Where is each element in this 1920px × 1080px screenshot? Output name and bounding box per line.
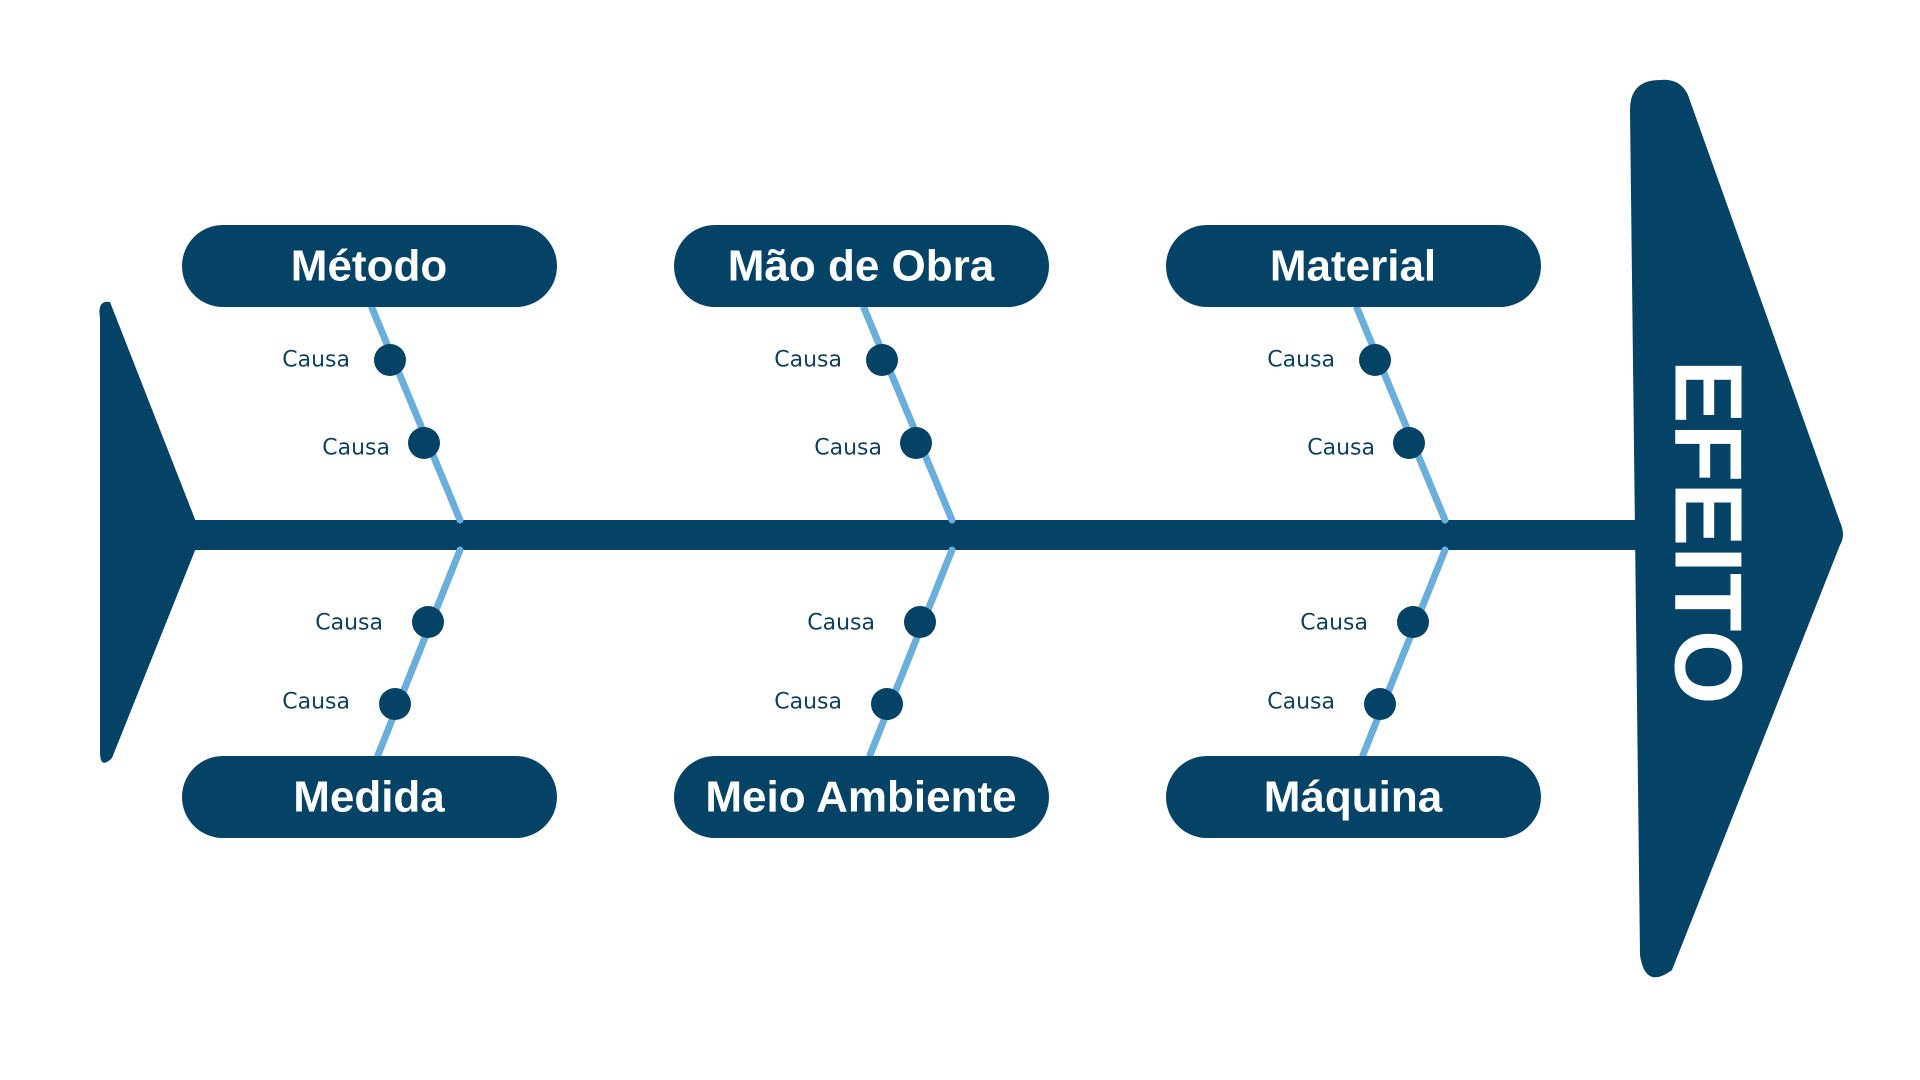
category-label: Meio Ambiente xyxy=(705,773,1016,822)
cause-label: Causa xyxy=(807,611,875,636)
cause-dot xyxy=(904,606,936,638)
category-pill xyxy=(182,756,557,838)
fish-spine xyxy=(195,520,1645,550)
cause-label: Causa xyxy=(1300,611,1368,636)
causes-metodo: Causa Causa xyxy=(282,344,440,461)
cause-dot xyxy=(1359,344,1391,376)
category-pill xyxy=(182,225,557,307)
cause-dot xyxy=(412,606,444,638)
cause-label: Causa xyxy=(1307,436,1375,461)
category-pill xyxy=(1166,225,1541,307)
cause-label: Causa xyxy=(1267,690,1335,715)
causes-material: Causa Causa xyxy=(1267,344,1425,461)
fish-tail xyxy=(99,301,200,763)
category-mao-de-obra: Mão de Obra xyxy=(674,225,1049,307)
ribs xyxy=(368,304,1449,759)
rib-mao-de-obra xyxy=(860,304,956,524)
cause-dot xyxy=(866,344,898,376)
cause-label: Causa xyxy=(282,690,350,715)
cause-label: Causa xyxy=(282,348,350,373)
category-label: Medida xyxy=(293,773,445,822)
cause-label: Causa xyxy=(774,348,842,373)
category-label: Método xyxy=(291,242,447,291)
causes-maquina: Causa Causa xyxy=(1267,606,1429,720)
cause-label: Causa xyxy=(315,611,383,636)
cause-label: Causa xyxy=(814,436,882,461)
category-pill xyxy=(674,225,1049,307)
cause-dot xyxy=(374,344,406,376)
rib-metodo xyxy=(368,304,464,524)
cause-dot xyxy=(408,427,440,459)
cause-dot xyxy=(900,427,932,459)
rib-medida xyxy=(374,546,464,759)
category-medida: Medida xyxy=(182,756,557,838)
category-pill xyxy=(1166,756,1541,838)
category-pill xyxy=(674,756,1049,838)
rib-meio-ambiente xyxy=(866,546,956,759)
cause-dot xyxy=(871,688,903,720)
cause-label: Causa xyxy=(774,690,842,715)
causes-mao-de-obra: Causa Causa xyxy=(774,344,932,461)
category-metodo: Método xyxy=(182,225,557,307)
category-label: Mão de Obra xyxy=(728,242,995,291)
rib-maquina xyxy=(1359,546,1449,759)
category-meio-ambiente: Meio Ambiente xyxy=(674,756,1049,838)
category-label: Máquina xyxy=(1264,773,1443,822)
category-maquina: Máquina xyxy=(1166,756,1541,838)
cause-dot xyxy=(1393,427,1425,459)
category-material: Material xyxy=(1166,225,1541,307)
causes-medida: Causa Causa xyxy=(282,606,444,720)
rib-material xyxy=(1353,304,1449,524)
category-label: Material xyxy=(1270,242,1436,291)
causes-meio-ambiente: Causa Causa xyxy=(774,606,936,720)
cause-dot xyxy=(1397,606,1429,638)
fish-head xyxy=(1630,79,1843,978)
cause-dot xyxy=(1364,688,1396,720)
cause-label: Causa xyxy=(322,436,390,461)
cause-dot xyxy=(379,688,411,720)
cause-label: Causa xyxy=(1267,348,1335,373)
effect-label: EFEITO xyxy=(1655,360,1762,705)
